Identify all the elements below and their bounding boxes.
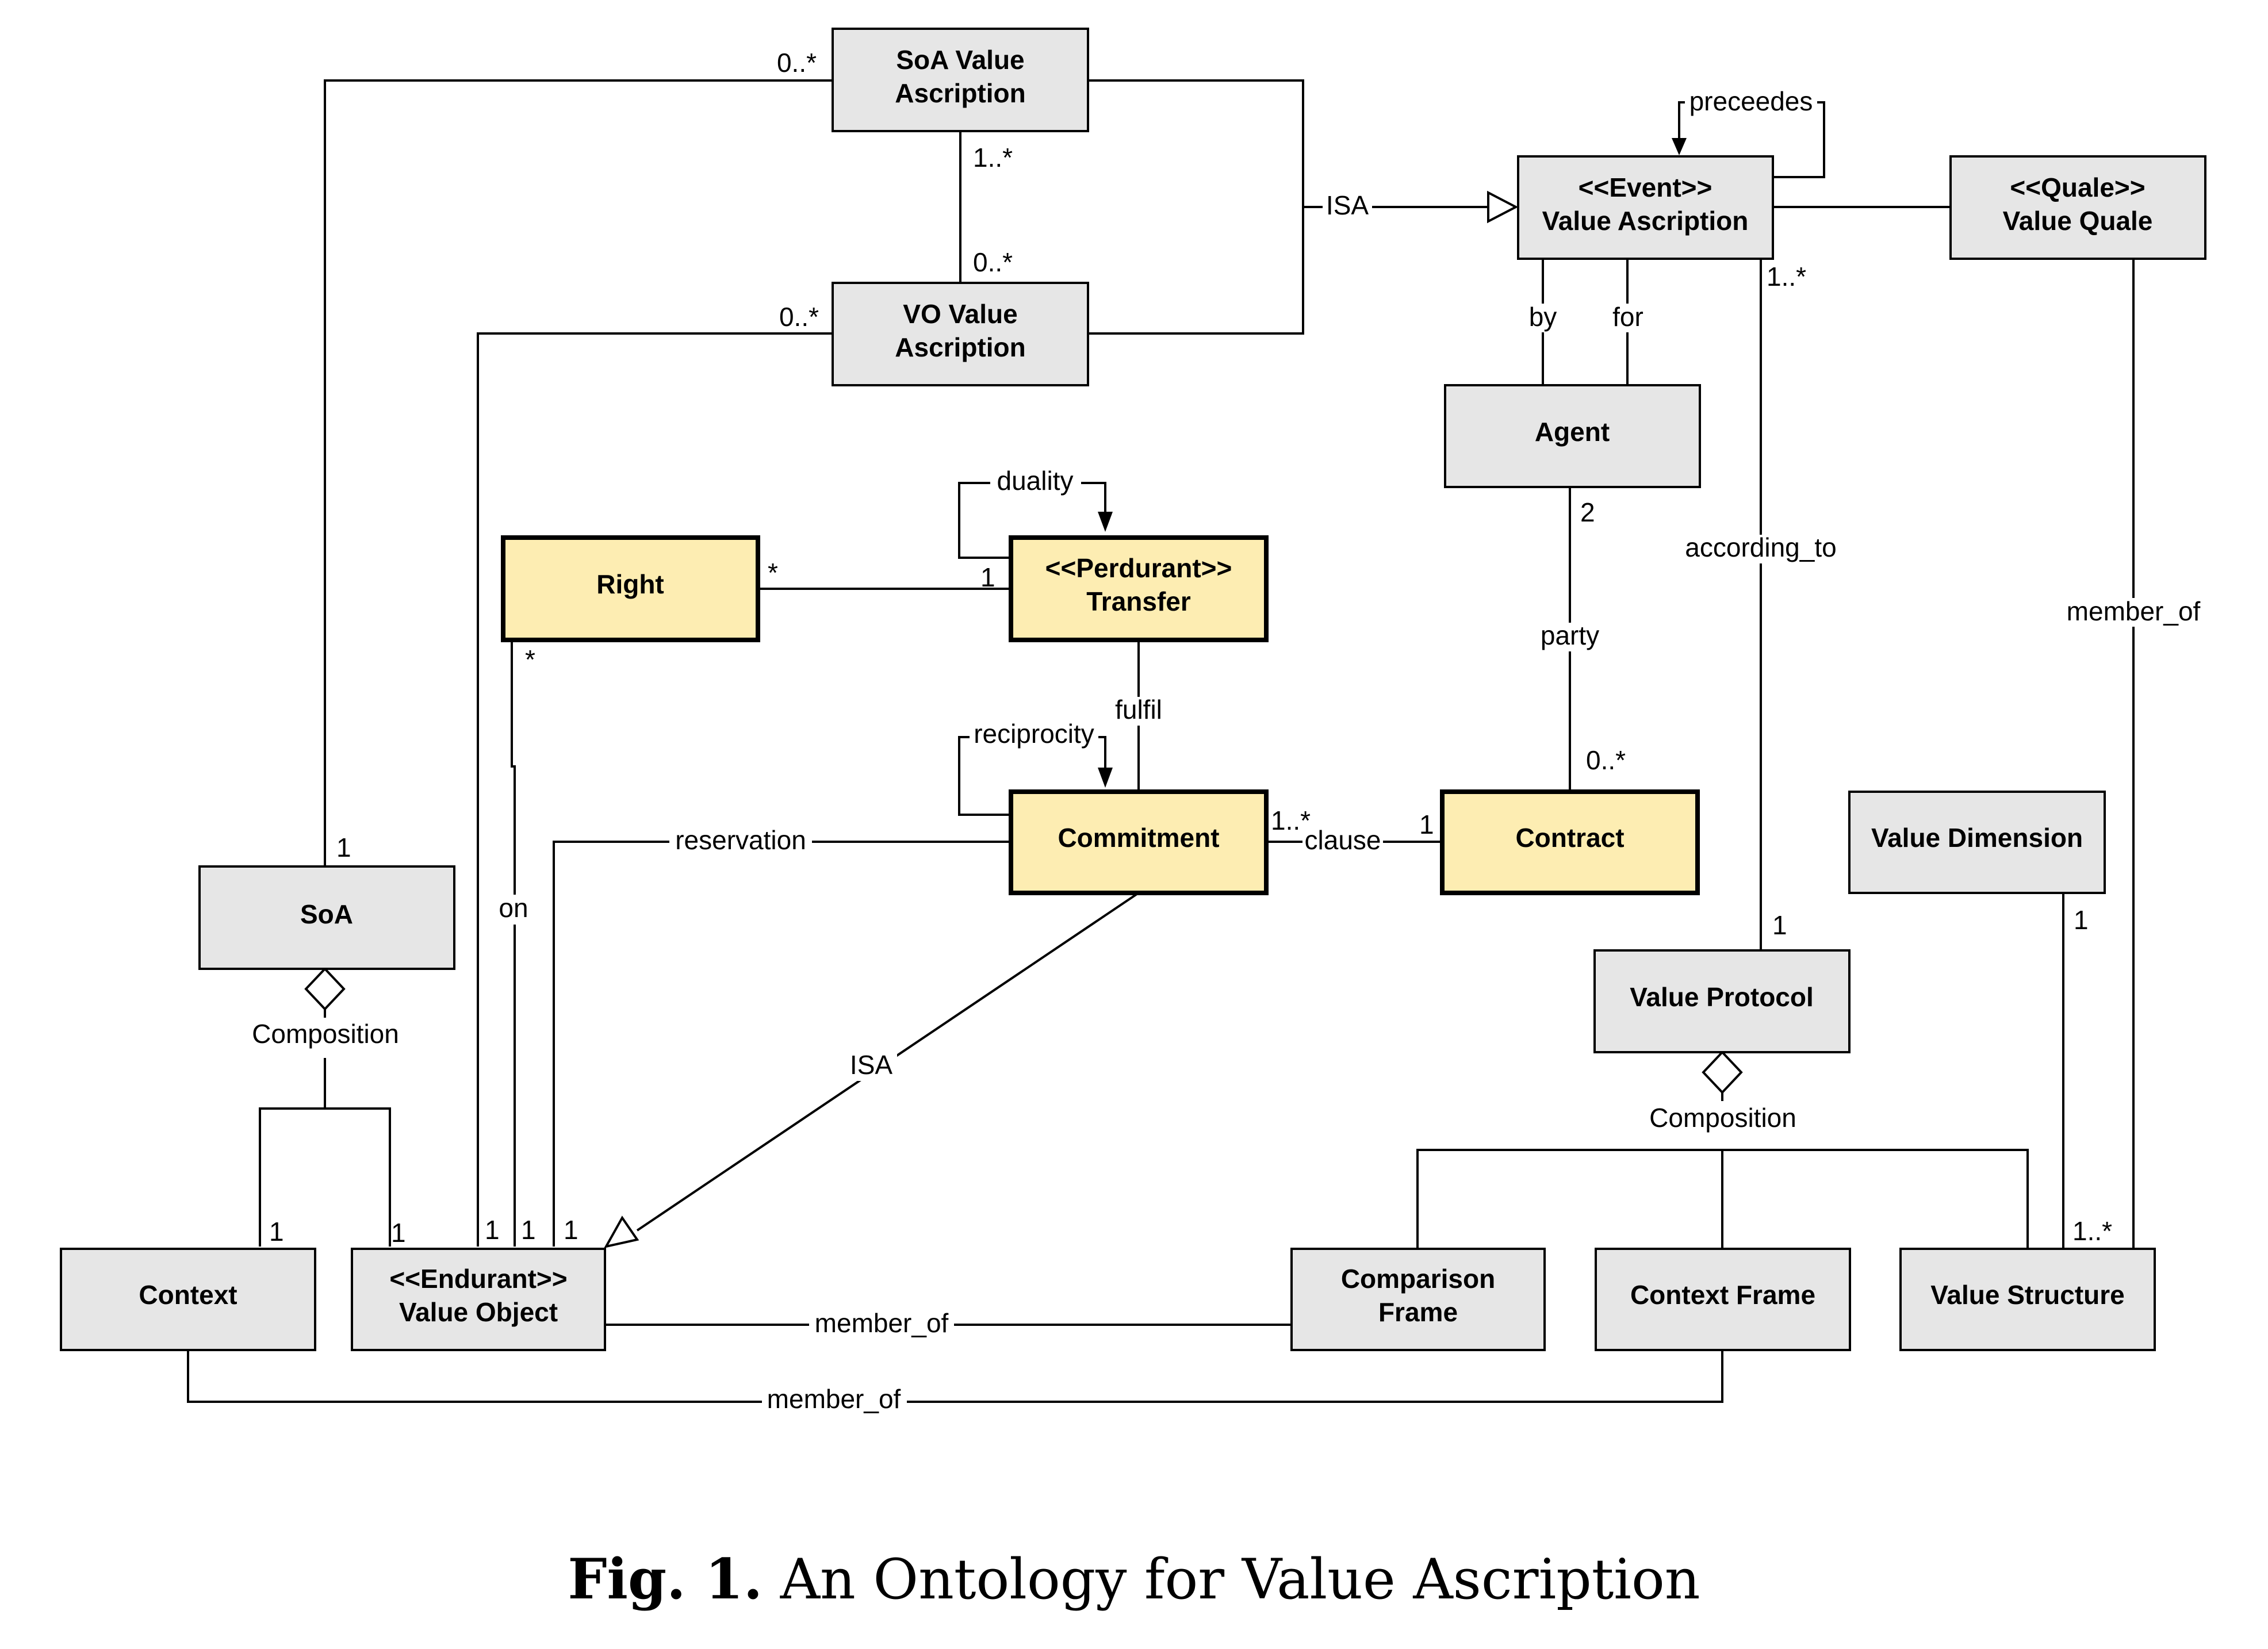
mult-vo-2: 1 [521,1215,536,1245]
mult-right-on: * [525,645,535,674]
figure-caption: Fig. 1. An Ontology for Value Ascription [0,1547,2268,1612]
svg-text:<<Perdurant>>: <<Perdurant>> [1045,553,1232,583]
mult-dimension-bottom: 1 [2074,905,2089,935]
mult-commitment-clause: 1..* [1271,806,1311,835]
label-for: for [1612,302,1643,332]
mult-soa-top: 1 [336,833,351,862]
svg-text:Ascription: Ascription [895,332,1025,362]
isa-arrowhead-commitment [604,1215,639,1248]
svg-text:Transfer: Transfer [1086,586,1191,616]
class-context: Context [60,1248,316,1351]
composition-diamond-soa [304,967,346,1011]
class-endurant-value-object: <<Endurant>> Value Object [351,1248,606,1351]
label-isa-commitment: ISA [850,1050,892,1080]
isa-arrowhead-top [1487,190,1519,224]
class-comparison-frame: Comparison Frame [1290,1248,1546,1351]
mult-vo-composition: 1 [391,1218,406,1248]
svg-text:Commitment: Commitment [1058,823,1219,853]
svg-text:Value Object: Value Object [399,1297,558,1327]
class-commitment: Commitment [1009,789,1269,895]
label-party: party [1541,620,1599,650]
composition-diamond-protocol [1702,1050,1743,1094]
mult-vo-1: 1 [485,1215,500,1245]
mult-vo-va-top: 0..* [973,247,1013,277]
class-agent: Agent [1444,384,1701,488]
label-by: by [1529,302,1557,332]
mult-context-top: 1 [269,1217,284,1247]
mult-soa-va-bottom: 1..* [973,143,1013,172]
svg-text:Agent: Agent [1535,417,1610,447]
class-value-structure: Value Structure [1899,1248,2156,1351]
label-according-to: according_to [1685,532,1836,562]
class-event-value-ascription: <<Event>> Value Ascription [1517,155,1774,260]
class-soa-value-ascription: SoA Value Ascription [832,28,1089,132]
class-vo-value-ascription: VO Value Ascription [832,282,1089,386]
label-isa-top: ISA [1326,190,1369,220]
duality-arrowhead [1098,512,1113,532]
svg-text:Right: Right [596,569,664,599]
label-member-of-quale: member_of [2067,596,2201,626]
reciprocity-arrowhead [1098,768,1113,788]
svg-text:Value Structure: Value Structure [1930,1280,2124,1310]
svg-text:Context: Context [139,1280,237,1310]
mult-structure-top: 1..* [2072,1216,2112,1246]
class-value-dimension: Value Dimension [1848,791,2106,894]
class-value-protocol: Value Protocol [1593,949,1851,1053]
class-context-frame: Context Frame [1595,1248,1851,1351]
label-member-of-vo: member_of [815,1308,949,1338]
label-clause: clause [1305,825,1381,855]
relation-labels: ISA preceedes by for according_to member… [244,86,2209,1415]
class-contract: Contract [1440,789,1700,895]
svg-text:Frame: Frame [1378,1297,1458,1327]
figure-number: Fig. 1. [568,1547,763,1612]
mult-vo-3: 1 [564,1215,579,1245]
mult-right-transfer: * [768,558,778,588]
connectors [187,79,2135,1403]
svg-text:Context Frame: Context Frame [1630,1280,1815,1310]
label-reciprocity: reciprocity [974,719,1094,749]
multiplicity-labels: 0..* 1..* 0..* 0..* 1..* 2 * 1 * 0..* 1 … [269,48,2112,1248]
figure-title: An Ontology for Value Ascription [780,1547,1700,1612]
class-soa: SoA [198,865,455,970]
mult-transfer-right: 1 [980,562,995,592]
svg-text:Value Dimension: Value Dimension [1871,823,2083,853]
svg-text:VO Value: VO Value [903,299,1017,329]
label-fulfil: fulfil [1115,695,1162,724]
svg-text:Value Quale: Value Quale [2003,206,2153,236]
svg-text:<<Quale>>: <<Quale>> [2010,172,2145,202]
label-member-of-context: member_of [767,1384,901,1414]
class-right: Right [501,535,760,642]
mult-event-va-according: 1..* [1767,262,1806,292]
svg-text:Ascription: Ascription [895,78,1025,108]
label-duality: duality [997,466,1074,496]
svg-text:<<Event>>: <<Event>> [1579,172,1713,202]
label-composition-soa: Composition [252,1019,399,1049]
mult-soa-va-left: 0..* [777,48,817,78]
mult-agent-party: 2 [1580,497,1595,527]
mult-protocol-top: 1 [1772,910,1787,940]
class-quale-value-quale: <<Quale>> Value Quale [1949,155,2206,260]
svg-text:Value Protocol: Value Protocol [1630,982,1814,1012]
svg-text:Contract: Contract [1515,823,1624,853]
svg-text:SoA Value: SoA Value [896,45,1024,75]
mult-vo-va-left: 0..* [779,302,819,332]
mult-contract-clause: 1 [1419,810,1434,839]
svg-text:Comparison: Comparison [1341,1264,1495,1294]
label-reservation: reservation [675,825,806,855]
label-preceedes: preceedes [1689,86,1813,116]
label-on: on [499,893,528,923]
svg-text:SoA: SoA [300,899,353,929]
svg-text:<<Endurant>>: <<Endurant>> [389,1264,567,1294]
svg-text:Value Ascription: Value Ascription [1542,206,1749,236]
label-composition-protocol: Composition [1649,1103,1796,1133]
preceedes-arrowhead [1672,138,1687,155]
mult-contract-party: 0..* [1586,745,1626,775]
class-perdurant-transfer: <<Perdurant>> Transfer [1009,535,1269,642]
